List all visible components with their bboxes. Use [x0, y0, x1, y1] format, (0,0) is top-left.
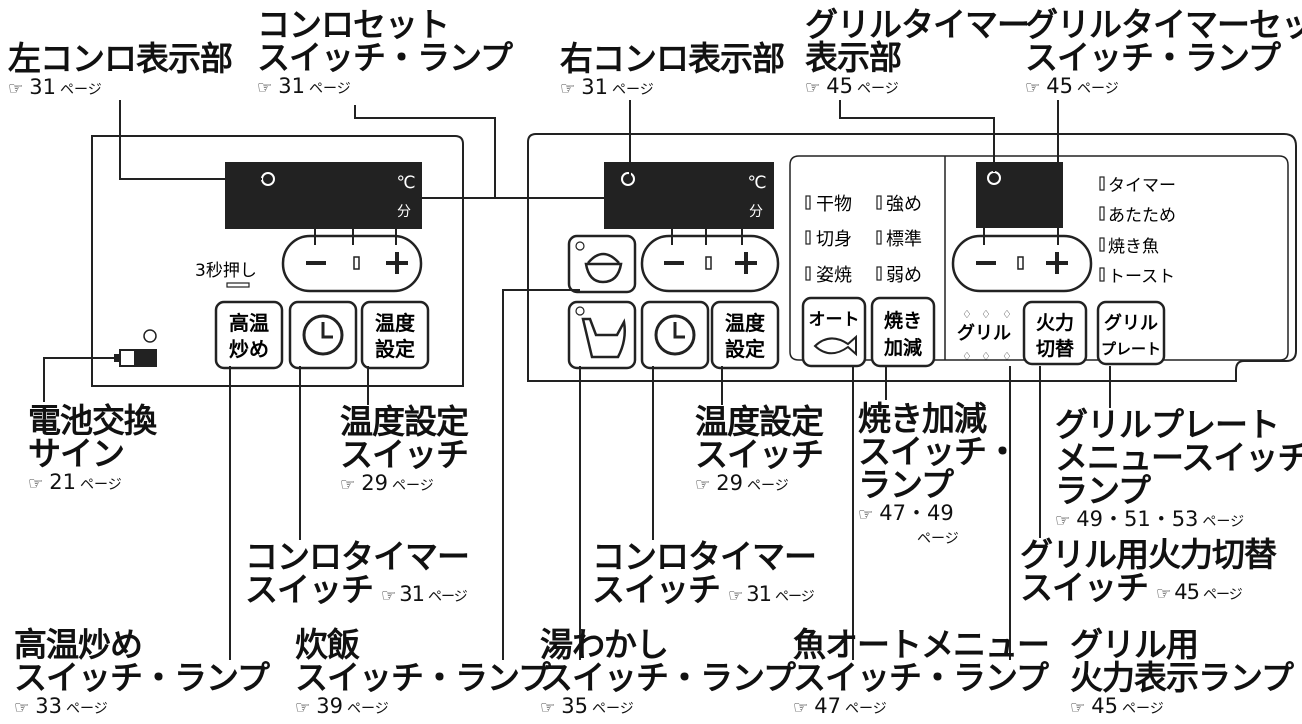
svg-text:℃: ℃: [747, 173, 766, 193]
svg-text:焼き: 焼き: [884, 309, 922, 332]
svg-text:設定: 設定: [375, 337, 415, 361]
battery-icon: [114, 329, 157, 367]
svg-text:加減: 加減: [883, 336, 922, 359]
grill-menu-area: [789, 155, 1289, 361]
minutes-label: 分: [397, 204, 411, 220]
svg-text:温度: 温度: [375, 311, 416, 335]
svg-text:標準: 標準: [886, 229, 922, 250]
rice-bowl-icon: [584, 262, 623, 284]
svg-text:設定: 設定: [725, 337, 765, 361]
svg-text:トースト: トースト: [1108, 267, 1175, 287]
rice-cooking-button[interactable]: [567, 234, 637, 294]
timer-icon: [654, 314, 696, 356]
kettle-icon: [581, 317, 626, 359]
left-burner-display: ℃ 分: [225, 162, 422, 229]
right-cooker-timer-button[interactable]: [640, 300, 710, 370]
flame-icon: ♢: [981, 308, 991, 321]
svg-text:弱め: 弱め: [886, 265, 922, 286]
svg-text:グリル: グリル: [1104, 312, 1158, 334]
high-temp-stir-fry-button[interactable]: 高温 炒め: [214, 300, 284, 370]
water-boiling-button[interactable]: [567, 300, 637, 370]
svg-text:タイマー: タイマー: [1108, 176, 1176, 196]
right-burner-display: ℃ 分: [604, 162, 774, 229]
svg-text:あたため: あたため: [1108, 206, 1176, 226]
left-temp-set-button[interactable]: 温度 設定: [360, 300, 430, 370]
celsius-label: ℃: [396, 173, 415, 193]
grill-fire-lamps: ♢ ♢ ♢ グリル ♢ ♢ ♢: [957, 308, 1012, 363]
left-control-panel: [91, 135, 464, 387]
left-timer-set-switch[interactable]: [281, 234, 423, 293]
press-3-seconds-label: 3秒押し: [195, 261, 257, 281]
leader-lines: [43, 100, 1111, 660]
grill-plate-button[interactable]: グリル プレート: [1096, 300, 1166, 366]
flame-icon: ♢: [1002, 350, 1012, 363]
minus-icon: [976, 261, 996, 265]
fish-icon: [813, 334, 857, 357]
flame-icon: ♢: [1002, 308, 1012, 321]
grill-timer-display: [976, 162, 1063, 228]
svg-text:グリル: グリル: [957, 322, 1011, 344]
left-cooker-timer-button[interactable]: [288, 300, 358, 370]
svg-text:強め: 強め: [886, 194, 922, 215]
svg-text:切身: 切身: [816, 229, 852, 250]
svg-text:切替: 切替: [1036, 337, 1075, 360]
flame-icon: ♢: [981, 350, 991, 363]
press-3-seconds-lamp: [226, 282, 250, 288]
svg-text:姿焼: 姿焼: [816, 265, 852, 286]
reference-icon: ☞: [8, 79, 24, 99]
svg-text:焼き魚: 焼き魚: [1108, 237, 1159, 257]
svg-text:オート: オート: [809, 310, 860, 330]
callout-yakikagen: 焼き加減 スイッチ・ ランプ ☞47・49 ページ: [858, 399, 1019, 547]
svg-text:温度: 温度: [725, 311, 766, 335]
svg-text:分: 分: [749, 204, 763, 220]
grill-doneness-button[interactable]: 焼き 加減: [870, 296, 936, 368]
grill-timer-set-switch[interactable]: [951, 234, 1093, 293]
right-temp-set-button[interactable]: 温度 設定: [710, 300, 780, 370]
timer-icon: [302, 314, 344, 356]
svg-text:炒め: 炒め: [229, 337, 269, 361]
grill-menu-lamps: 干物 切身 姿焼 強め 標準 弱め: [805, 194, 922, 286]
grill-fire-switch-button[interactable]: 火力 切替: [1022, 300, 1088, 366]
minus-icon: [664, 261, 684, 265]
svg-text:プレート: プレート: [1101, 340, 1161, 358]
right-control-panel: [527, 133, 1297, 382]
svg-text:干物: 干物: [816, 194, 852, 215]
svg-text:高温: 高温: [229, 311, 269, 335]
right-timer-set-switch[interactable]: [640, 234, 780, 293]
svg-text:火力: 火力: [1036, 311, 1074, 334]
minus-icon: [306, 261, 326, 265]
timer-lamp: [353, 256, 360, 270]
flame-icon: ♢: [962, 308, 972, 321]
grill-timer-menu-lamps: タイマー あたため 焼き魚 トースト: [1099, 176, 1176, 287]
fish-auto-button[interactable]: オート: [801, 296, 867, 368]
flame-icon: ♢: [962, 350, 972, 363]
